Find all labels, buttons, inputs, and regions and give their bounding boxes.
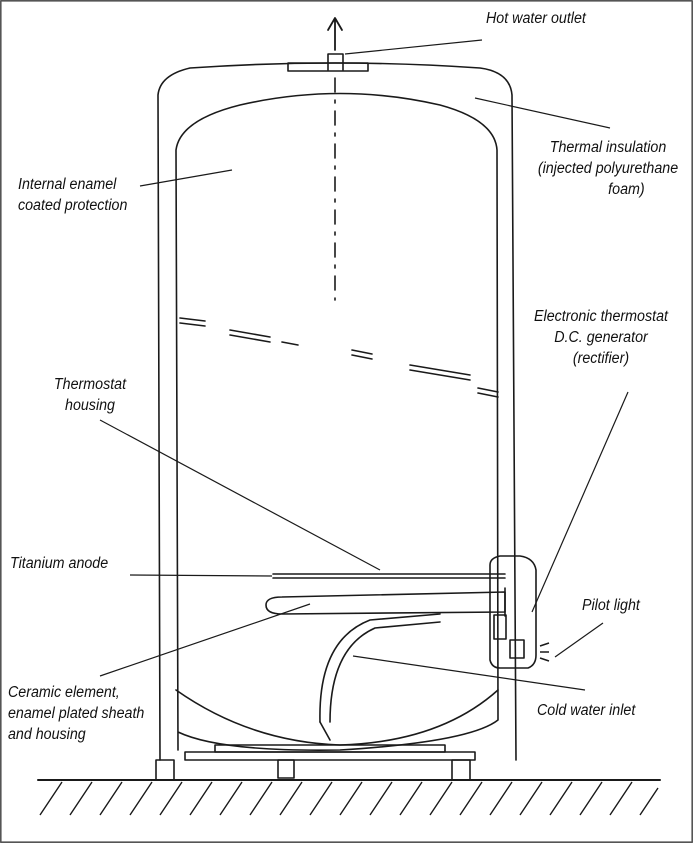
leader-internal-enamel [139, 169, 233, 187]
break-line-upper [179, 317, 499, 393]
label-electronic-thermostat: Electronic thermostat D.C. generator (re… [534, 308, 668, 367]
cold-pipe-bottom [319, 721, 331, 741]
label-titanium-anode: Titanium anode [10, 555, 109, 572]
label-internal-enamel: Internal enamel coated protection [18, 176, 128, 214]
foot-center [277, 759, 295, 779]
inner-tank [175, 92, 499, 751]
floor-hatching [39, 781, 659, 816]
leader-cold-inlet [352, 655, 586, 691]
ceramic-element [265, 591, 506, 615]
hot-outlet-pipe [327, 53, 344, 71]
foot-right [451, 759, 471, 781]
leader-insulation [474, 97, 611, 129]
leader-hot-outlet [344, 39, 483, 55]
leader-ceramic-element [99, 603, 311, 677]
base-plinth [214, 744, 446, 753]
thermostat-box [489, 555, 537, 669]
label-thermal-insulation: Thermal insulation (injected polyurethan… [537, 139, 679, 198]
leader-lines [99, 39, 629, 691]
label-thermostat-housing: Thermostat housing [53, 376, 127, 414]
thermostat-switch [493, 614, 507, 640]
thermostat-knob [509, 639, 525, 659]
label-cold-water-inlet: Cold water inlet [537, 702, 636, 719]
label-hot-water-outlet: Hot water outlet [486, 10, 586, 27]
outer-casing [157, 62, 517, 761]
leader-pilot-light [554, 622, 604, 658]
base-plate [184, 751, 476, 761]
leader-thermostat-dc [531, 391, 629, 613]
cold-inlet-pipe-2 [329, 621, 441, 723]
break-line-lower [179, 322, 499, 398]
leader-titanium-anode [129, 574, 273, 577]
cold-inlet-pipe [319, 613, 441, 723]
label-ceramic-element: Ceramic element, enamel plated sheath an… [8, 684, 145, 743]
pilot-light-glow [539, 642, 550, 662]
leader-thermostat-housing [99, 419, 381, 571]
label-pilot-light: Pilot light [582, 597, 640, 614]
hot-outlet-arrow [327, 17, 343, 51]
foot-left [155, 759, 175, 781]
